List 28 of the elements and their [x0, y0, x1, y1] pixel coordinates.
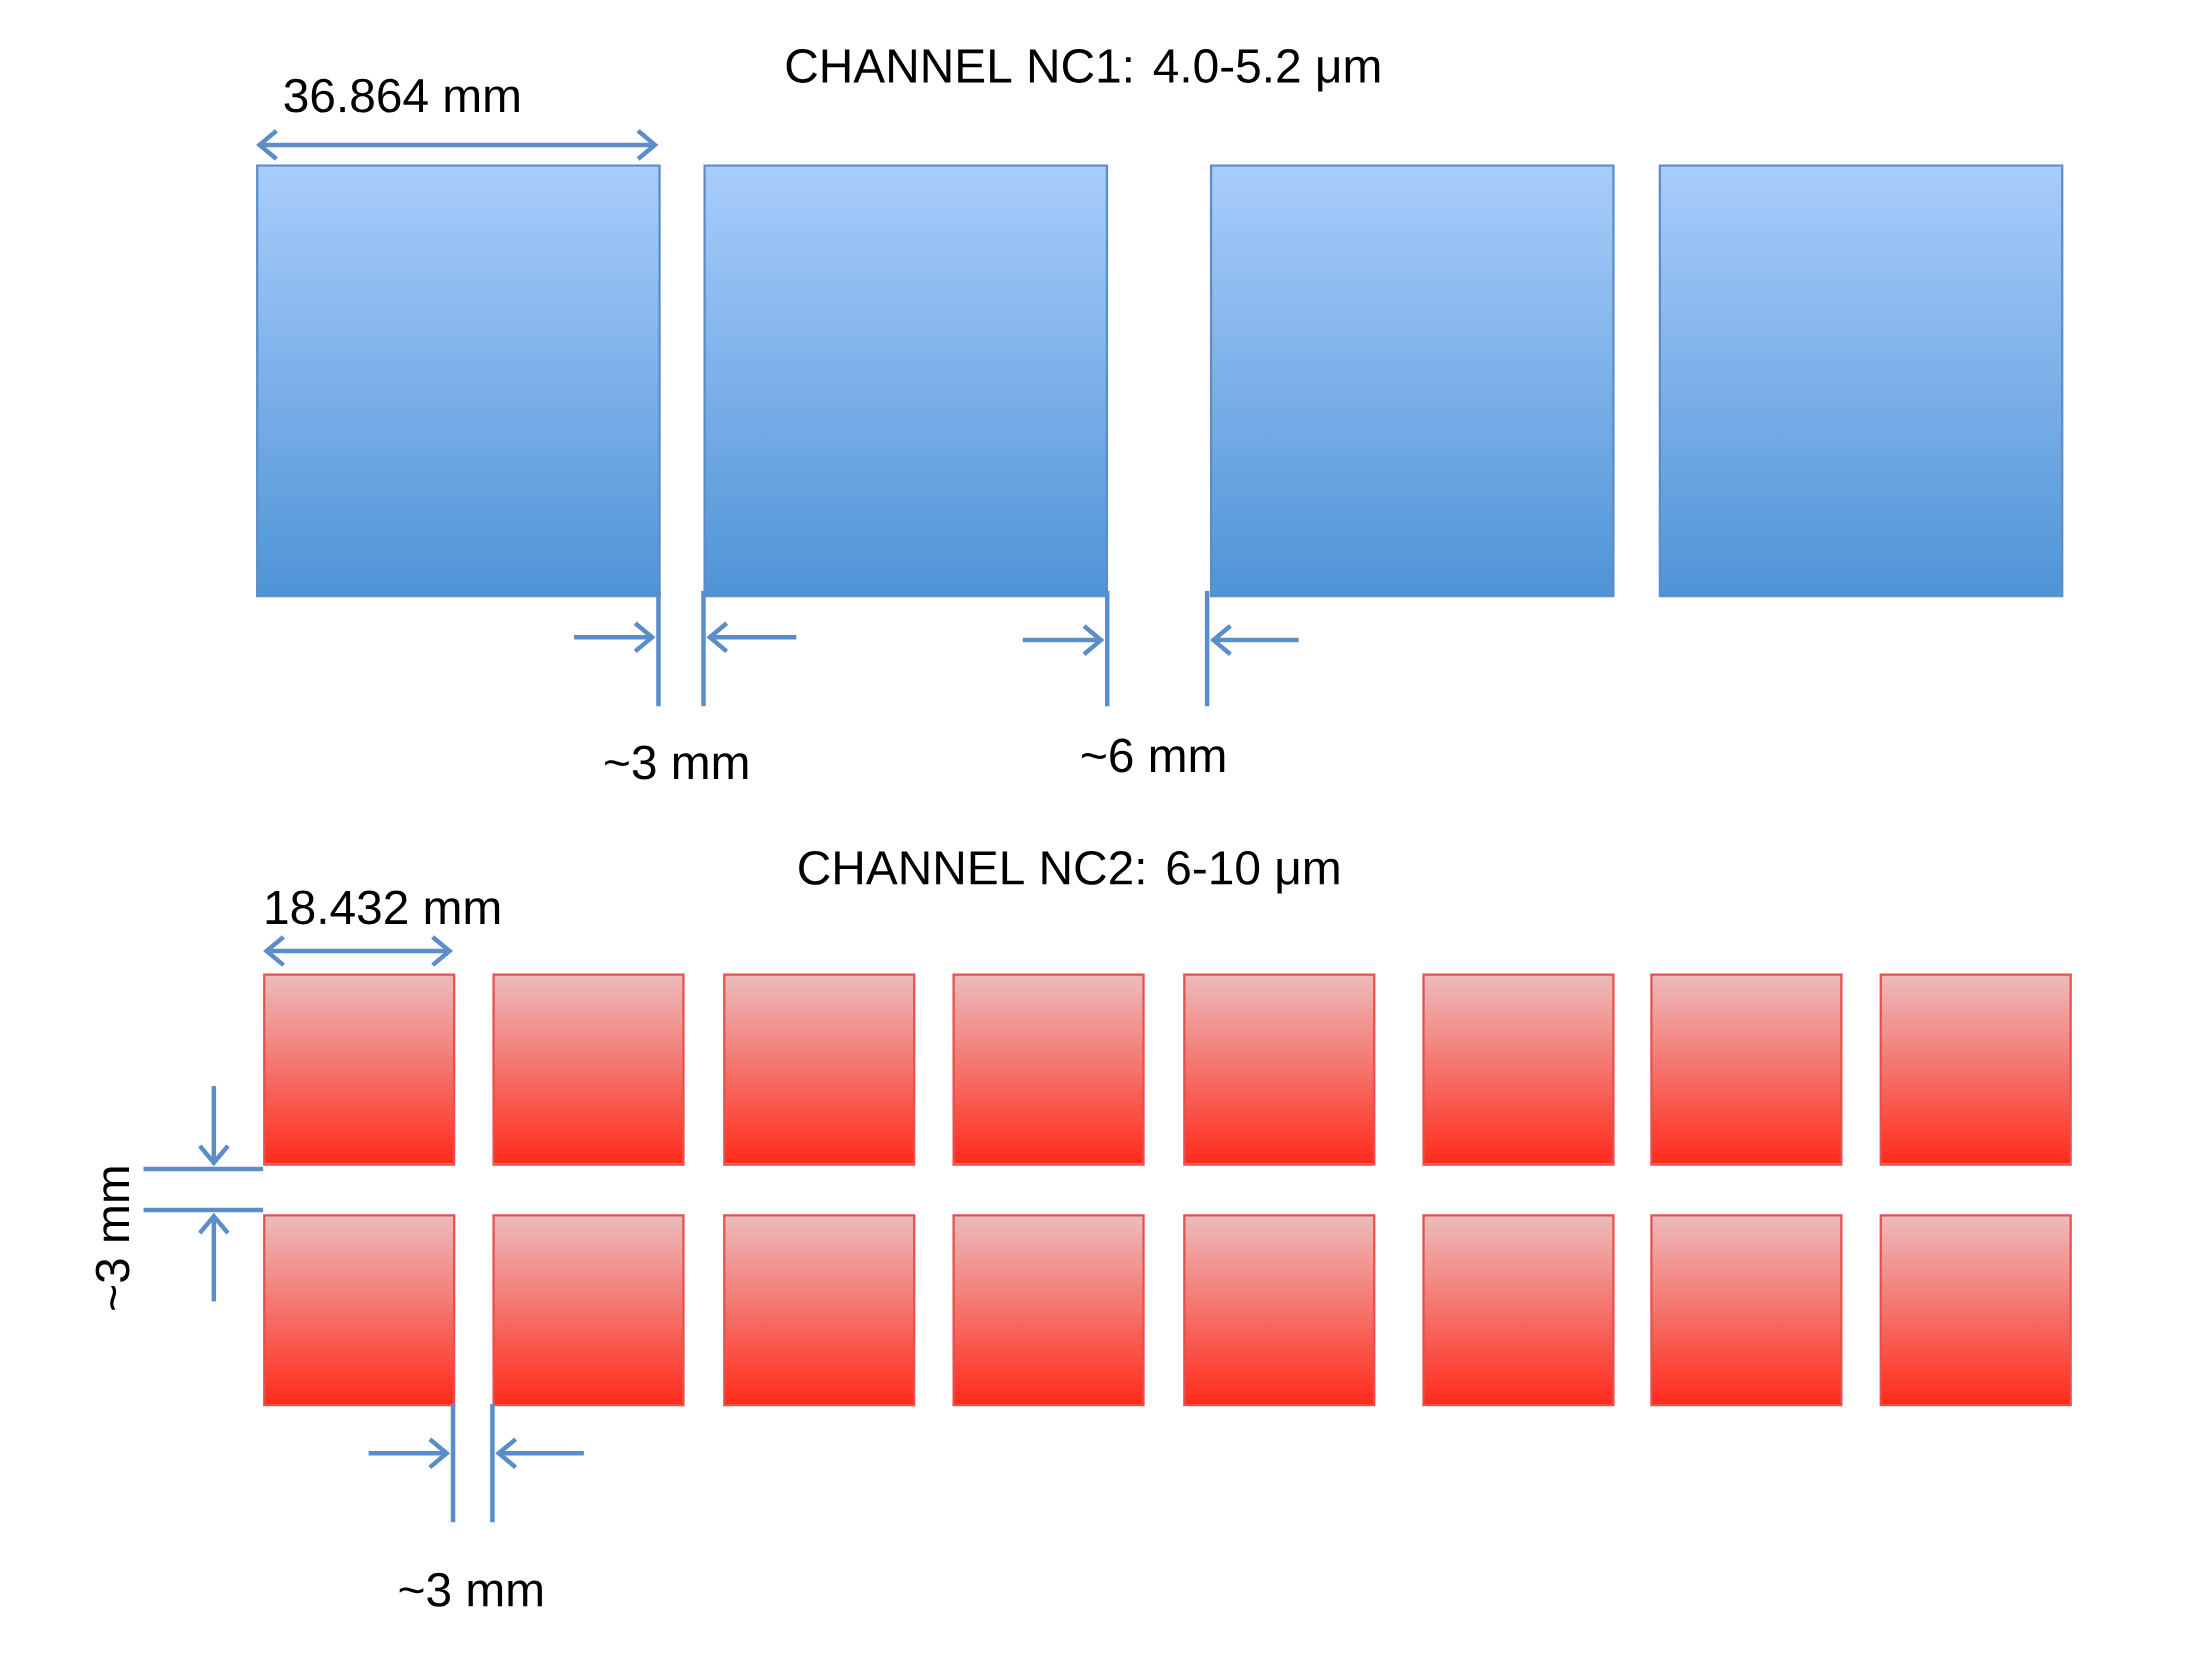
- detector-tile: [1422, 973, 1615, 1166]
- detector-tile: [952, 1214, 1145, 1407]
- dimension-label: ~3 mm: [399, 1572, 542, 1607]
- detector-tile: [723, 1214, 916, 1407]
- detector-tile: [1650, 1214, 1843, 1407]
- dimension-label: ~6 mm: [1082, 738, 1225, 773]
- dimension-label: 36.864 mm: [284, 78, 519, 113]
- detector-tile: [723, 973, 916, 1166]
- detector-tile: [1879, 973, 2072, 1166]
- channel-title: CHANNEL NC1: 4.0-5.2 μm: [786, 49, 1380, 92]
- detector-tile: [263, 1214, 456, 1407]
- detector-tile: [492, 1214, 685, 1407]
- channel-title: CHANNEL NC2: 6-10 μm: [799, 851, 1339, 894]
- detector-tile: [1879, 1214, 2072, 1407]
- dimension-label: 18.432 mm: [266, 890, 500, 925]
- detector-tile: [492, 973, 685, 1166]
- detector-tile: [1183, 1214, 1376, 1407]
- dimension-label: ~3 mm: [605, 745, 748, 780]
- dimension-label: ~3 mm: [95, 1167, 130, 1310]
- detector-tile: [1422, 1214, 1615, 1407]
- detector-tile: [952, 973, 1145, 1166]
- detector-tile: [1183, 973, 1376, 1166]
- detector-tile: [703, 164, 1109, 598]
- detector-tile: [263, 973, 456, 1166]
- detector-tile: [1209, 164, 1615, 598]
- detector-tile: [1650, 973, 1843, 1166]
- detector-tile: [1658, 164, 2064, 598]
- detector-tile: [256, 164, 661, 598]
